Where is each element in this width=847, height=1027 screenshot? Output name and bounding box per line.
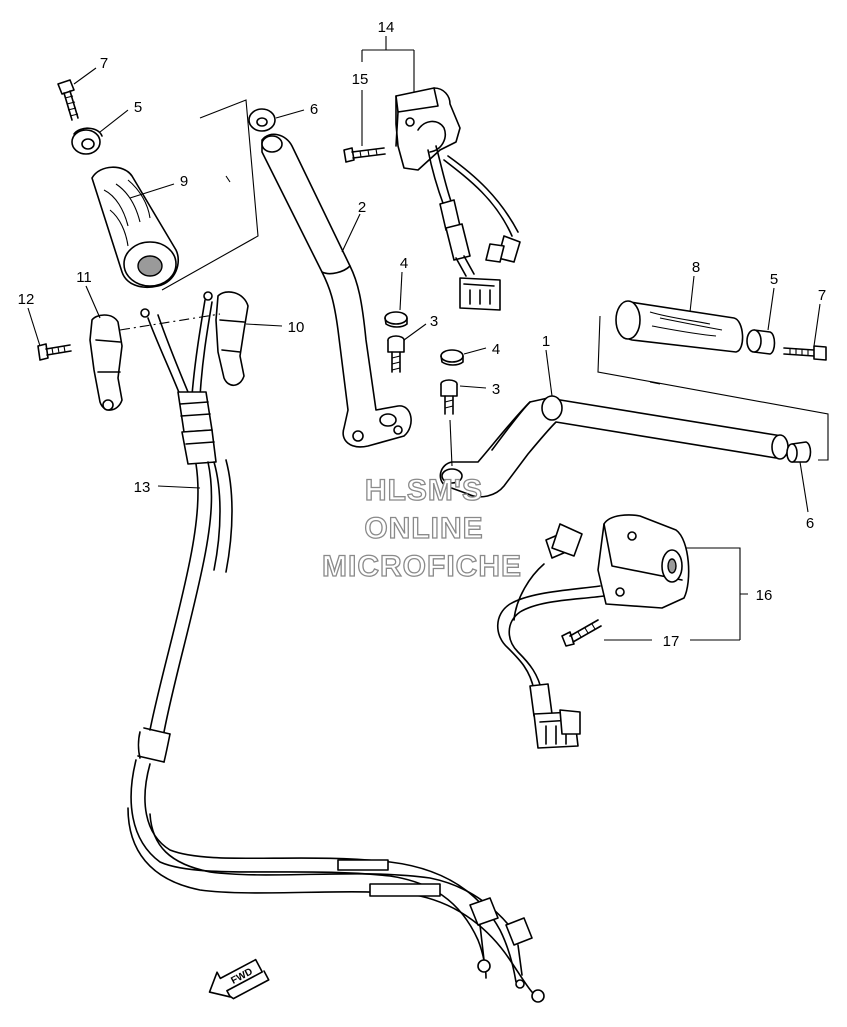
callout-8: 8 xyxy=(692,259,700,276)
fwd-label: FWD xyxy=(229,966,254,986)
screw-15 xyxy=(343,147,386,163)
callout-10: 10 xyxy=(288,319,305,336)
callout-6-left: 6 xyxy=(310,101,318,118)
grip-end-5-right xyxy=(746,329,776,355)
throttle-housing-10 xyxy=(215,291,249,387)
callout-16: 16 xyxy=(756,587,773,604)
watermark-line-3: MICROFICHE xyxy=(322,550,522,583)
callout-7-left: 7 xyxy=(100,55,108,72)
callout-5-right: 5 xyxy=(770,271,778,288)
throttle-housing-11 xyxy=(89,314,123,411)
cap-4-upper xyxy=(384,311,408,328)
screw-12 xyxy=(37,343,72,361)
grip-9-left xyxy=(91,166,180,288)
callout-6-right: 6 xyxy=(806,515,814,532)
callout-5-left: 5 xyxy=(134,99,142,116)
callout-17: 17 xyxy=(663,633,680,650)
callout-4-lower: 4 xyxy=(492,341,500,358)
throttle-cables xyxy=(127,291,545,1003)
bolt-7-right xyxy=(783,345,827,361)
callout-14: 14 xyxy=(378,19,395,36)
grip-8-right xyxy=(615,300,744,353)
watermark-line-2: ONLINE xyxy=(364,512,483,545)
watermark: HLSM'S ONLINE MICROFICHE xyxy=(321,473,522,583)
handlebar-1-right xyxy=(439,395,789,498)
callout-1: 1 xyxy=(542,333,550,350)
grip-end-5-left xyxy=(71,127,103,155)
callout-3-upper: 3 xyxy=(430,313,438,330)
leader-lines xyxy=(27,36,821,641)
bolt-3-upper xyxy=(387,335,405,373)
bolt-3-lower xyxy=(440,379,458,415)
handlebar-2-left xyxy=(261,133,412,448)
callout-7-right: 7 xyxy=(818,287,826,304)
callout-11: 11 xyxy=(76,269,92,286)
callout-15: 15 xyxy=(352,71,369,88)
cap-4-lower xyxy=(440,349,464,366)
callout-12: 12 xyxy=(18,291,35,308)
fwd-arrow: FWD xyxy=(208,958,270,1000)
callout-9: 9 xyxy=(180,173,188,190)
left-switch-14 xyxy=(395,87,521,311)
callout-4-upper: 4 xyxy=(400,255,408,272)
callout-3-lower: 3 xyxy=(492,381,500,398)
screw-17 xyxy=(561,619,602,647)
grip-end-6-left xyxy=(248,108,276,132)
callout-numbers: 14 15 7 5 6 9 2 4 3 8 5 7 11 12 10 1 4 3… xyxy=(18,19,827,650)
watermark-line-1: HLSM'S xyxy=(365,474,483,507)
callout-2: 2 xyxy=(358,199,366,216)
callout-13: 13 xyxy=(134,479,151,496)
bolt-7-left xyxy=(57,79,79,121)
bracket-9-outline xyxy=(161,99,259,291)
grip-end-6-right xyxy=(786,441,812,463)
right-switch-16 xyxy=(496,514,690,749)
